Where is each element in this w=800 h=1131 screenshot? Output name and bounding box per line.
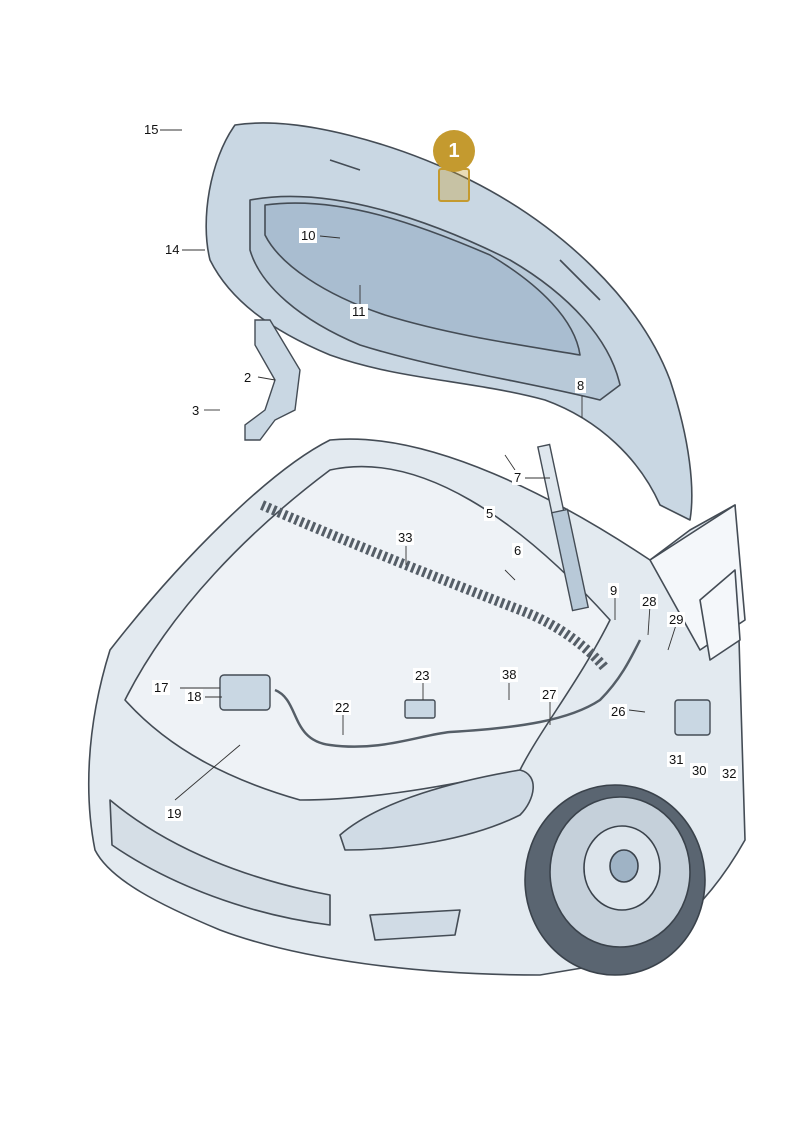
callout-38[interactable]: 38 (500, 667, 519, 682)
hood-seal-strip (259, 500, 609, 672)
callout-6[interactable]: 6 (512, 543, 524, 558)
callout-28[interactable]: 28 (640, 594, 659, 609)
callout-22[interactable]: 22 (333, 700, 352, 715)
callout-2[interactable]: 2 (242, 370, 254, 385)
callout-17[interactable]: 17 (152, 680, 171, 695)
callout-30[interactable]: 30 (690, 763, 709, 778)
callout-23[interactable]: 23 (413, 668, 432, 683)
leader-lines (160, 129, 677, 801)
hood-lock (219, 674, 271, 711)
callout-32[interactable]: 32 (720, 766, 739, 781)
callout-26[interactable]: 26 (609, 704, 628, 719)
hood-hinge (244, 319, 301, 441)
callout-19[interactable]: 19 (165, 806, 184, 821)
callout-15[interactable]: 15 (142, 122, 161, 137)
callout-27[interactable]: 27 (540, 687, 559, 702)
callout-7[interactable]: 7 (512, 470, 524, 485)
callout-9[interactable]: 9 (608, 583, 620, 598)
fog-light (369, 909, 461, 941)
callout-3[interactable]: 3 (190, 403, 202, 418)
callout-18[interactable]: 18 (185, 689, 204, 704)
release-cable (274, 639, 642, 748)
callout-14[interactable]: 14 (163, 242, 182, 257)
callout-10[interactable]: 10 (299, 228, 318, 243)
hood-panel (205, 122, 693, 521)
highlight-tab (438, 168, 470, 202)
callout-31[interactable]: 31 (667, 752, 686, 767)
release-lever (404, 699, 436, 719)
front-wheel (524, 784, 706, 976)
callout-8[interactable]: 8 (575, 378, 587, 393)
gas-strut (537, 443, 590, 612)
callout-11[interactable]: 11 (350, 304, 368, 319)
headlight (339, 769, 534, 851)
grille (109, 799, 331, 926)
release-handle (674, 699, 711, 736)
callout-33[interactable]: 33 (396, 530, 415, 545)
callout-5[interactable]: 5 (484, 506, 496, 521)
side-window (699, 569, 741, 661)
callout-29[interactable]: 29 (667, 612, 686, 627)
part-1-badge[interactable]: 1 (433, 130, 475, 172)
